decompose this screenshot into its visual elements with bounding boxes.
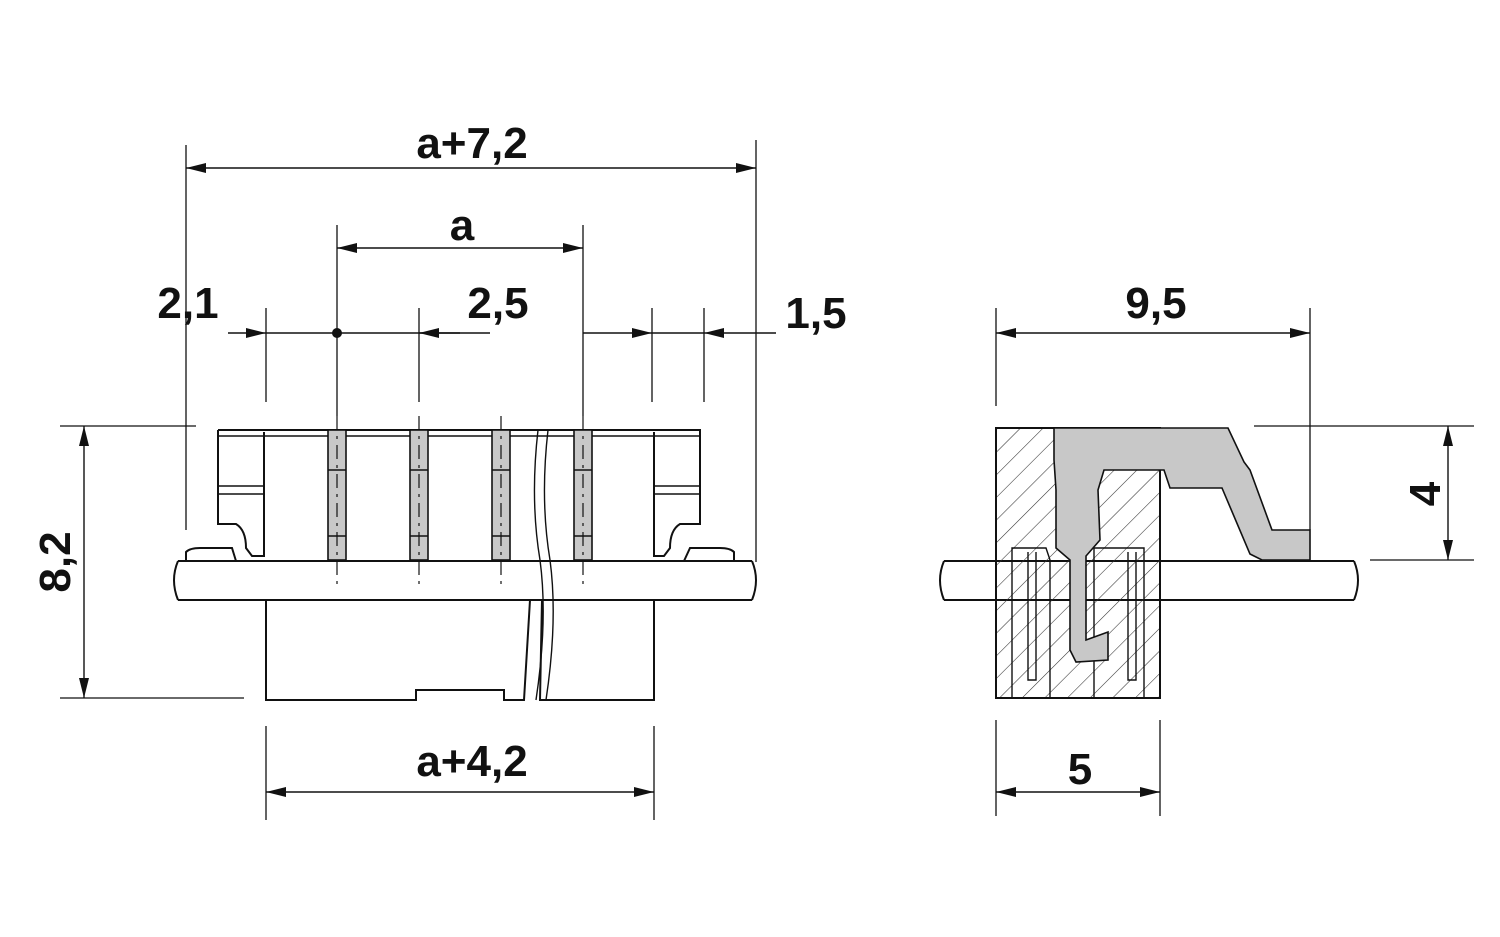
label-side-width: 5	[1068, 745, 1092, 794]
right-foot	[683, 547, 735, 562]
side-cavity-left	[1011, 547, 1051, 699]
label-side-height: 4	[1401, 481, 1450, 506]
label-pitch: a	[450, 201, 475, 250]
left-latch-lines	[218, 485, 264, 495]
housing-bottom	[265, 599, 655, 701]
side-view: 9,5 4 5	[939, 279, 1474, 816]
left-foot	[185, 547, 237, 562]
label-pin-spacing: 2,5	[467, 279, 528, 328]
right-latch-lines	[654, 485, 700, 495]
label-right-offset: 1,5	[785, 289, 846, 338]
label-side-depth: 9,5	[1125, 279, 1186, 328]
side-pin-contact	[1053, 427, 1311, 663]
label-height: 8,2	[31, 531, 80, 592]
pin-centerlines	[336, 416, 584, 590]
pin-strips	[327, 429, 593, 561]
dim-origin-dot	[332, 328, 342, 338]
front-view: a+7,2 a 2,1 2,5 1,5 a+4,2 8,2	[31, 119, 847, 820]
label-bottom-width: a+4,2	[416, 737, 527, 786]
pcb-board	[173, 560, 757, 601]
break-line	[533, 429, 554, 701]
label-left-offset: 2,1	[157, 279, 218, 328]
housing-top	[217, 429, 701, 557]
label-overall-width: a+7,2	[416, 119, 527, 168]
